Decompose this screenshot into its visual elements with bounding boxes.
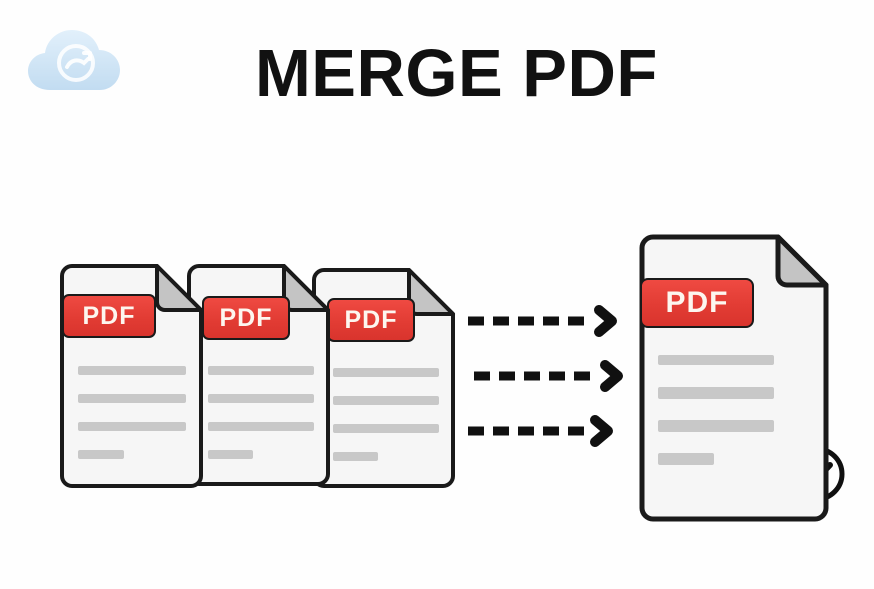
source-document-3[interactable]: PDF [305,268,457,488]
text-line-3 [78,422,186,431]
source-document-1[interactable]: PDF [53,262,205,490]
text-line-1 [208,366,314,375]
cloud-convert-logo [22,18,132,106]
text-line-4 [658,453,714,465]
merge-arrow-2-head [600,360,623,392]
text-line-1 [78,366,186,375]
text-line-3 [208,422,314,431]
merge-arrow-3-head [590,415,613,447]
cloud-icon [28,30,120,90]
text-line-2 [333,396,439,405]
pdf-badge: PDF [62,294,156,338]
text-line-4 [333,452,378,461]
pdf-badge: PDF [640,278,754,328]
pdf-badge: PDF [327,298,415,342]
text-line-3 [333,424,439,433]
arrows-svg [468,305,623,447]
document-shape [639,234,829,522]
merge-arrow-1-head [594,305,617,337]
text-line-2 [658,387,774,399]
text-line-4 [208,450,253,459]
text-line-3 [658,420,774,432]
text-line-4 [78,450,124,459]
merged-document[interactable]: PDF [634,232,834,524]
merge-flow-arrows [460,290,630,450]
text-line-2 [78,394,186,403]
text-line-1 [333,368,439,377]
text-line-1 [658,355,774,365]
page-title: MERGE PDF [255,36,658,111]
text-line-2 [208,394,314,403]
pdf-badge: PDF [202,296,290,340]
